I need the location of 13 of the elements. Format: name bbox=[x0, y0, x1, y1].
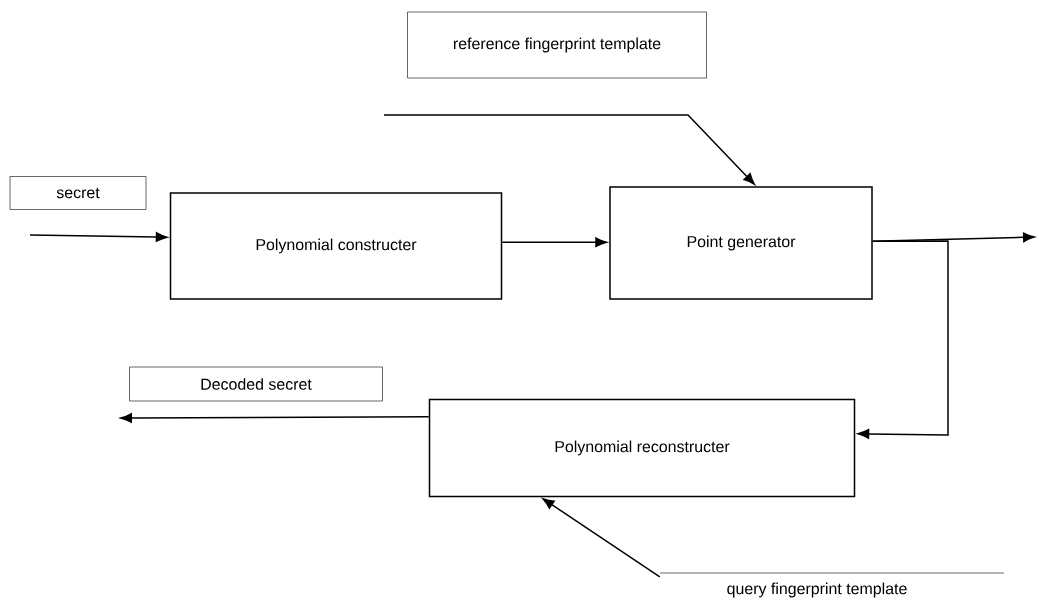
process-box: Point generator bbox=[609, 186, 873, 300]
arrow bbox=[501, 237, 608, 248]
arrow bbox=[383, 114, 755, 185]
arrow bbox=[120, 413, 430, 423]
label-box: Decoded secret bbox=[129, 366, 383, 402]
arrow bbox=[542, 498, 661, 578]
label-box: secret bbox=[9, 176, 147, 210]
arrow bbox=[857, 240, 949, 439]
process-box: Polynomial constructer bbox=[169, 192, 503, 300]
input-label: query fingerprint template bbox=[659, 572, 1005, 598]
process-box: Polynomial reconstructer bbox=[428, 398, 856, 498]
arrow bbox=[29, 232, 168, 242]
label-box: reference fingerprint template bbox=[407, 11, 707, 79]
